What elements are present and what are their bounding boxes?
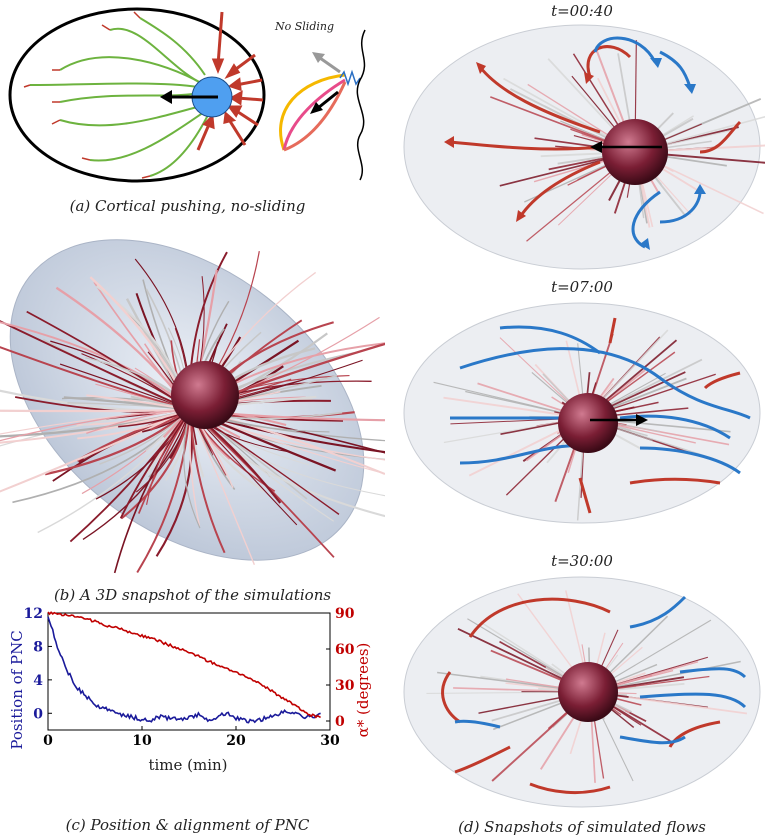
microtubule-fiber: [136, 409, 191, 573]
pnc-snapshot: [558, 662, 618, 722]
time-label-1: t=00:40: [551, 2, 613, 20]
flow-snapshot-3: [403, 576, 761, 808]
panel-b-figure: [0, 239, 385, 574]
x-axis-label: time (min): [148, 756, 227, 774]
plot-frame: [47, 612, 331, 731]
y-left-tick-label: 8: [33, 639, 43, 655]
caption-b: (b) A 3D snapshot of the simulations: [53, 586, 332, 604]
y-right-tick-label: 60: [335, 642, 355, 658]
pnc-snapshot: [558, 393, 618, 453]
y-left-tick-label: 4: [33, 673, 43, 689]
time-label-3: t=30:00: [551, 552, 613, 570]
microtubule-fiber: [95, 409, 191, 500]
x-tick-label: 0: [43, 733, 53, 749]
microtubule-fiber: [189, 409, 256, 566]
pnc-snapshot: [602, 119, 668, 185]
time-label-2: t=07:00: [551, 278, 613, 296]
series-alignment: [47, 611, 321, 719]
chart-position-alignment: 0 10 20 30 0 4 8 12 0 30 60 90 Position of PNC α* (…: [8, 606, 372, 774]
y-left-tick-label: 0: [33, 706, 43, 722]
no-sliding-inset: [279, 29, 366, 181]
caption-c: (c) Position & alignment of PNC: [65, 816, 310, 834]
microtubule-fiber: [0, 409, 191, 444]
flow-arrows: [450, 325, 751, 475]
x-tick-label: 20: [226, 733, 246, 749]
microtubule-fiber: [0, 321, 191, 411]
no-sliding-label: No Sliding: [274, 20, 334, 33]
y-axis-right-label: α* (degrees): [354, 643, 372, 738]
flow-arrows: [441, 597, 721, 795]
caption-d: (d) Snapshots of simulated flows: [458, 818, 706, 836]
y-right-tick-label: 90: [335, 606, 355, 622]
microtubule-fiber: [0, 346, 191, 411]
microtubule-fiber: [0, 409, 191, 442]
caption-a: (a) Cortical pushing, no-sliding: [69, 197, 306, 215]
y-right-tick-label: 30: [335, 678, 355, 694]
panel-a-figure: No Sliding: [8, 7, 366, 183]
microtubule-fiber: [433, 381, 586, 419]
microtubule-fiber: [189, 409, 226, 554]
pnc-3d: [171, 361, 239, 429]
y-right-tick-label: 0: [335, 714, 345, 730]
small-arrows: [23, 11, 151, 179]
pnc-direction-arrowhead: [160, 90, 172, 104]
microtubule-fiber: [0, 408, 191, 413]
y-left-tick-label: 12: [24, 606, 43, 622]
flow-arrows: [449, 36, 742, 249]
flow-arrowheads: [444, 62, 594, 222]
series-position: [47, 616, 321, 724]
flow-snapshot-1: [403, 24, 765, 270]
x-tick-label: 30: [320, 733, 340, 749]
flow-snapshot-2: [403, 302, 761, 524]
pushing-arrows: [196, 11, 264, 151]
y-axis-left-label: Position of PNC: [8, 630, 26, 749]
x-tick-label: 10: [132, 733, 152, 749]
